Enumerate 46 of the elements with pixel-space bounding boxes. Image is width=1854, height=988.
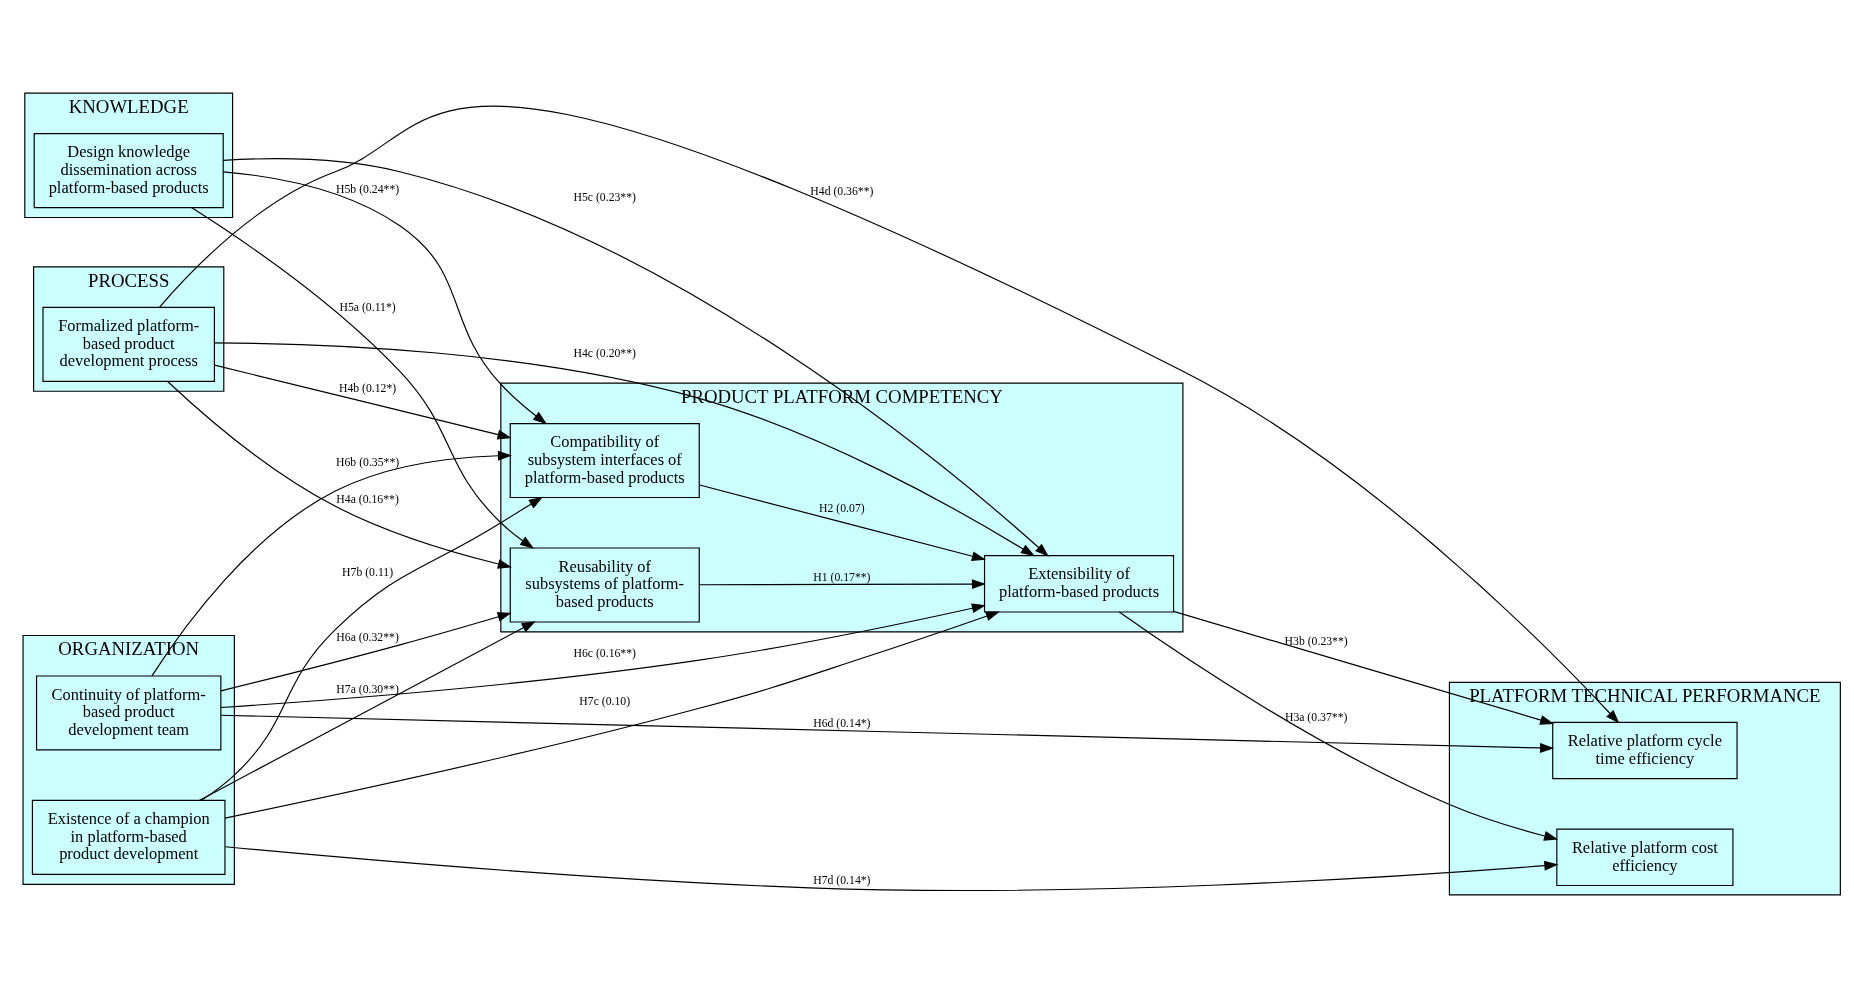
arrow xyxy=(151,450,512,677)
edge-label: H5a (0.11*) xyxy=(339,301,396,315)
node-box: Extensibility of platform-based products xyxy=(983,555,1175,613)
edge-label: H4b (0.12*) xyxy=(338,382,397,396)
arrow xyxy=(220,603,986,709)
arrow xyxy=(214,342,1035,557)
edge-label: H3b (0.23**) xyxy=(1284,634,1348,648)
arrow xyxy=(213,364,512,440)
arrow xyxy=(224,846,1559,892)
edge-label: H6a (0.32**) xyxy=(336,631,399,645)
node-box: Existence of a champion in platform-based product development xyxy=(31,799,226,875)
edge-label: H5c (0.23**) xyxy=(573,191,636,205)
edge-label: H7b (0.11) xyxy=(342,565,394,579)
arrow xyxy=(699,579,986,589)
node-box: Design knowledge dissemination across platform-based products xyxy=(33,133,224,209)
edge-label: H7a (0.30**) xyxy=(336,682,399,696)
arrow xyxy=(699,484,986,561)
edge-label: H6d (0.14*) xyxy=(813,717,871,731)
node-box: Continuity of platform-based product development team xyxy=(35,675,222,751)
node-box: Reusability of subsystems of platform-based products xyxy=(509,547,700,623)
arrow xyxy=(222,171,547,425)
edge-label: H6c (0.16**) xyxy=(573,646,636,660)
arrow xyxy=(1173,610,1555,725)
node-box: Relative platform cost efficiency xyxy=(1556,828,1734,887)
node-box: Formalized platform-based product development process xyxy=(42,306,215,382)
edge-label: H4a (0.16**) xyxy=(336,492,399,506)
arrow xyxy=(201,496,543,801)
edge-label: H5b (0.24**) xyxy=(336,182,400,196)
edge-label: H4d (0.36**) xyxy=(810,185,874,199)
edge-label: H7d (0.14*) xyxy=(813,874,871,888)
arrow xyxy=(190,207,535,549)
edge-label: H6b (0.35**) xyxy=(336,456,400,470)
arrow xyxy=(159,105,1620,724)
arrow xyxy=(222,158,1049,557)
edge-label: H4c (0.20**) xyxy=(573,347,636,361)
arrow xyxy=(220,714,1555,753)
arrow xyxy=(199,621,536,801)
edge-label: H2 (0.07) xyxy=(819,502,865,516)
arrow xyxy=(220,612,512,692)
arrow xyxy=(167,380,512,569)
node-box: Relative platform cycle time efficiency xyxy=(1552,721,1738,780)
edge-label: H1 (0.17**) xyxy=(813,571,871,585)
arrow xyxy=(224,611,1000,819)
node-box: Compatibility of subsystem interfaces of platform-based products xyxy=(509,422,700,499)
edge-label: H7c (0.10) xyxy=(579,694,631,708)
edge-label: H3a (0.37**) xyxy=(1284,711,1348,725)
